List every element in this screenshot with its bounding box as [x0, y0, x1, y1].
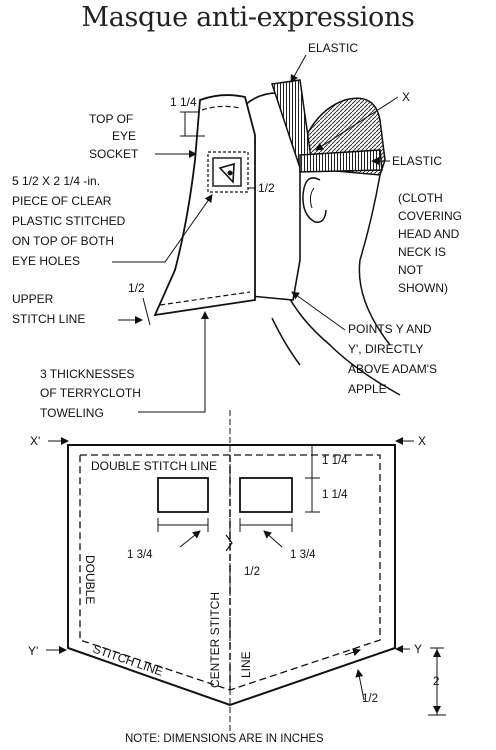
label-center-line: LINE: [239, 651, 253, 678]
dim-center-zigzag: [225, 534, 233, 552]
elastic-side-band: [299, 149, 383, 173]
label-dim-half-eye: 1/2: [258, 181, 275, 195]
eye-window-outer: [207, 151, 249, 193]
label-terry-1: 3 THICKNESSES: [40, 367, 134, 381]
label-cloth-5: NOT: [398, 263, 424, 277]
pattern-outline: [67, 444, 396, 707]
label-y-left: Y': [28, 644, 38, 658]
ear-inner: [309, 187, 315, 209]
ear-shape: [302, 177, 327, 223]
right-eye-hole: [239, 477, 293, 513]
label-dim-two: 2: [433, 676, 439, 688]
label-cloth-1: (CLOTH: [398, 191, 443, 205]
label-points-2: Y', DIRECTLY: [348, 342, 423, 356]
label-y-right: Y: [414, 642, 422, 656]
label-cloth-3: HEAD AND: [398, 227, 460, 241]
terry-leader: [138, 311, 209, 413]
collar-line: [284, 289, 401, 396]
label-dim-half-upper: 1/2: [128, 281, 145, 295]
label-points-3: ABOVE ADAM'S: [348, 362, 437, 376]
eye-shape: [218, 162, 235, 184]
label-double-stitch-line: DOUBLE STITCH LINE: [91, 459, 217, 473]
label-dim-left-eye: 1 3/4: [127, 549, 153, 561]
edge-stitch-dashes: [201, 105, 241, 111]
label-side-double: DOUBLE: [83, 555, 97, 604]
label-plastic-5: EYE HOLES: [12, 254, 80, 268]
label-terry-3: TOWELING: [40, 406, 104, 420]
label-cloth-2: COVERING: [398, 209, 462, 223]
label-terry-2: OF TERRYCLOTH: [40, 386, 141, 400]
x-leader: [315, 96, 399, 151]
label-center-stitch: CENTER STITCH: [208, 592, 222, 688]
label-cloth-6: SHOWN): [398, 281, 448, 295]
left-eye-hole: [157, 477, 209, 513]
points-leader: [291, 291, 346, 331]
label-dim-bottom-half: 1/2: [362, 693, 378, 705]
label-x-left: X': [30, 434, 40, 448]
label-dim-top-2: 1 1/4: [322, 489, 348, 501]
dim-half-upper-line: [142, 297, 151, 326]
label-top-eye-2: EYE: [112, 129, 136, 143]
label-top-eye-3: SOCKET: [89, 147, 139, 161]
eye-window: [212, 157, 242, 187]
label-plastic-4: ON TOP OF BOTH: [12, 234, 114, 248]
label-elastic-side: ELASTIC: [392, 154, 442, 168]
label-upper-2: STITCH LINE: [12, 312, 85, 326]
label-x-head: X: [402, 90, 410, 104]
label-plastic-2: PIECE OF CLEAR: [12, 194, 112, 208]
label-dim-1-1-4-head: 1 1/4: [170, 95, 197, 109]
head-illustration: ELASTIC X 1 1/4 TOP OF EYE SOCKET 5 1/2 …: [12, 41, 462, 420]
label-dim-top-1: 1 1/4: [322, 455, 348, 467]
neck-line: [358, 174, 391, 346]
diagram-title: Masque anti-expressions: [81, 2, 415, 33]
label-points-4: APPLE: [348, 382, 387, 396]
label-cloth-4: NECK IS: [398, 245, 446, 259]
label-note: NOTE: DIMENSIONS ARE IN INCHES: [125, 733, 324, 745]
eye-pupil: [227, 170, 233, 176]
label-plastic-1: 5 1/2 X 2 1/4 -in.: [12, 174, 100, 188]
double-stitch-outline: [79, 454, 381, 691]
upper-stitch-dashes: [159, 291, 251, 306]
label-upper-1: UPPER: [12, 292, 54, 306]
label-dim-right-eye: 1 3/4: [290, 549, 316, 561]
collar-line-2: [271, 317, 301, 366]
dim-right-eye-leader: [263, 530, 283, 548]
dim-left-eye-leader: [179, 530, 201, 548]
pattern-illustration: X' X Y' Y DOUBLE STITCH LINE 1 1/4 1 1/4: [28, 410, 446, 745]
label-x-right: X: [418, 434, 426, 448]
elastic-top-leader: [290, 54, 307, 83]
plastic-leader: [112, 194, 213, 263]
dim-bottom-arrow-a: [344, 648, 361, 657]
label-dim-center: 1/2: [244, 566, 260, 578]
dim-bottom-arrow-b: [355, 669, 365, 701]
label-points-1: POINTS Y AND: [348, 322, 432, 336]
label-top-eye-1: TOP OF: [89, 112, 133, 126]
label-elastic-top: ELASTIC: [308, 41, 358, 55]
label-plastic-3: PLASTIC STITCHED: [12, 214, 126, 228]
